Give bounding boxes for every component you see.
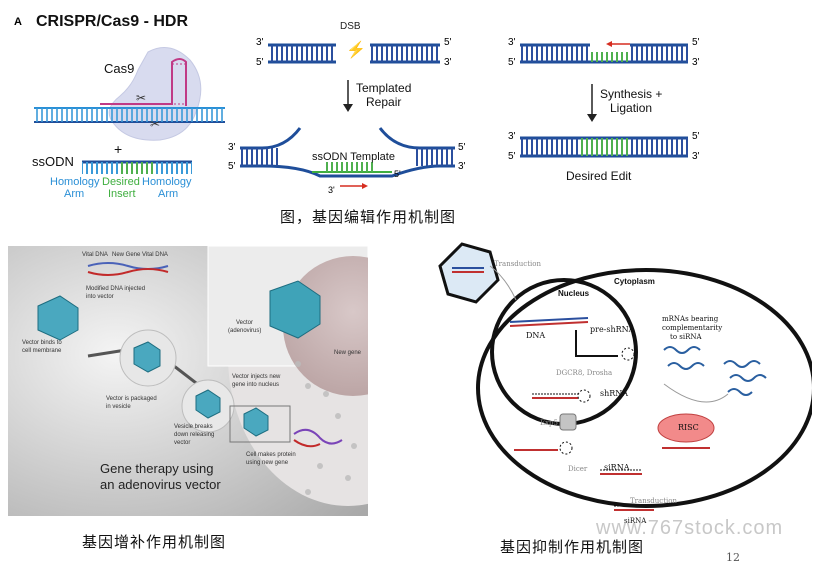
sirna-caption: 基因抑制作用机制图 — [500, 538, 645, 556]
new-gene-label: New Gene — [112, 252, 141, 258]
vector-injects-1: Vector injects new — [232, 374, 281, 380]
exp5-label: Exp5 — [540, 419, 558, 427]
guide-rna — [100, 58, 187, 106]
risc-label: RISC — [678, 423, 699, 432]
end-3-h: 3' — [508, 131, 516, 142]
dgcr8-label: DGCR8, Drosha — [556, 369, 613, 377]
sirna-label: siRNA — [604, 463, 630, 472]
lightning-icon: ⚡ — [346, 40, 366, 59]
plus-sign: + — [114, 141, 123, 157]
right-arm-label-2: Arm — [158, 188, 179, 200]
end-3-a: 3' — [256, 37, 264, 48]
end-3-d: 3' — [458, 161, 466, 172]
page-number: 12 — [726, 551, 740, 564]
crispr-panel: ✂ ✂ ⚡ — [0, 0, 816, 240]
synthesis-label-1: Synthesis + — [600, 87, 663, 101]
templated-repair-2: Repair — [366, 95, 402, 109]
right-arm-label-1: Homology — [142, 176, 192, 188]
exp5-transporter — [559, 413, 577, 431]
vector-packaged-1: Vector is packaged — [106, 396, 157, 402]
new-gene-small: New gene — [334, 350, 362, 356]
cell-makes-2: using new gene — [246, 460, 289, 466]
ssodn-template-label: ssODN Template — [312, 151, 395, 163]
end-3-b: 3' — [444, 57, 452, 68]
cas9-label: Cas9 — [104, 61, 135, 76]
sirna-diagram — [438, 242, 812, 511]
crispr-diagram: ✂ ✂ ⚡ — [34, 40, 688, 189]
ssodn-label: ssODN — [32, 154, 74, 169]
end-5-g: 5' — [692, 37, 700, 48]
end-3-e: 3' — [328, 185, 335, 195]
scissor-icon-2: ✂ — [150, 117, 160, 131]
vector-packaged-2: in vesicle — [106, 404, 131, 410]
end-5-b: 5' — [444, 37, 452, 48]
vector-injects-2: gene into nucleus — [232, 382, 280, 388]
cell-makes-1: Cell makes protein — [246, 452, 296, 458]
vector-adeno-2: (adenovirus) — [228, 328, 262, 334]
cytoplasm-ellipse — [476, 268, 812, 508]
sirna-bottom-label: siRNA — [624, 517, 647, 525]
crispr-title: CRISPR/Cas9 - HDR — [36, 13, 189, 30]
watermark: www.767stock.com — [596, 517, 784, 539]
modified-dna-1: Modified DNA injected — [86, 286, 146, 292]
end-3-f: 3' — [508, 37, 516, 48]
transduction-bottom: Transduction — [630, 497, 677, 505]
vital-dna-2: Vital DNA — [142, 252, 168, 258]
left-arm-label-1: Homology — [50, 176, 100, 188]
gene-therapy-title-2: an adenovirus vector — [100, 477, 221, 492]
end-5-f: 5' — [508, 57, 516, 68]
end-5-c: 5' — [228, 161, 236, 172]
vesicle-breaks-1: Vesicle breaks — [174, 424, 213, 430]
end-3-i: 3' — [692, 151, 700, 162]
end-5-h: 5' — [508, 151, 516, 162]
mrna-label-3: to siRNA — [670, 333, 702, 341]
gene-therapy-panel: Vital DNA New Gene Vital DNA Modified DN… — [8, 246, 368, 516]
synthesis-label-2: Ligation — [610, 101, 653, 115]
end-5-e: 5' — [394, 169, 401, 179]
end-5-d: 5' — [458, 142, 466, 153]
modified-dna-2: into vector — [86, 294, 114, 300]
gene-therapy-title-1: Gene therapy using — [100, 461, 214, 476]
scissor-icon: ✂ — [136, 91, 146, 105]
panel-letter: A — [14, 16, 22, 28]
dsb-label: DSB — [340, 21, 361, 32]
insert-label-2: Insert — [108, 188, 136, 200]
end-3-g: 3' — [692, 57, 700, 68]
nucleus-circle — [490, 278, 638, 426]
dna-label: DNA — [526, 331, 546, 340]
transduction-top: Transduction — [494, 260, 541, 268]
mrna-label-2: complementarity — [662, 324, 723, 332]
desired-edit-label: Desired Edit — [566, 169, 632, 183]
shrna-label: shRNA — [600, 389, 629, 398]
mrna-label-1: mRNAs bearing — [662, 315, 719, 323]
gene-therapy-illustration — [8, 246, 368, 516]
pre-shrna-label: pre-shRNA — [590, 325, 635, 334]
risc-complex — [657, 413, 715, 443]
end-5-i: 5' — [692, 131, 700, 142]
gene-therapy-caption: 基因增补作用机制图 — [82, 533, 227, 551]
vesicle-breaks-2: down releasing — [174, 432, 215, 438]
crispr-caption: 图，基因编辑作用机制图 — [280, 208, 457, 226]
cytoplasm-label: Cytoplasm — [614, 277, 655, 286]
vector-adeno-1: Vector — [236, 320, 254, 326]
end-3-c: 3' — [228, 142, 236, 153]
nucleus-label: Nucleus — [558, 289, 590, 298]
end-5-a: 5' — [256, 57, 264, 68]
dicer-label: Dicer — [568, 465, 588, 473]
vital-dna-1: Vital DNA — [82, 252, 108, 258]
vector-binds-2: cell membrane — [22, 348, 62, 354]
sirna-panel: Transduction Cytoplasm Nucleus DNA pre-s… — [428, 238, 812, 534]
templated-repair-1: Templated — [356, 81, 412, 95]
left-arm-label-2: Arm — [64, 188, 85, 200]
vector-binds-1: Vector binds to — [22, 340, 62, 346]
vesicle-breaks-3: vector — [174, 440, 191, 446]
insert-label-1: Desired — [102, 176, 140, 188]
